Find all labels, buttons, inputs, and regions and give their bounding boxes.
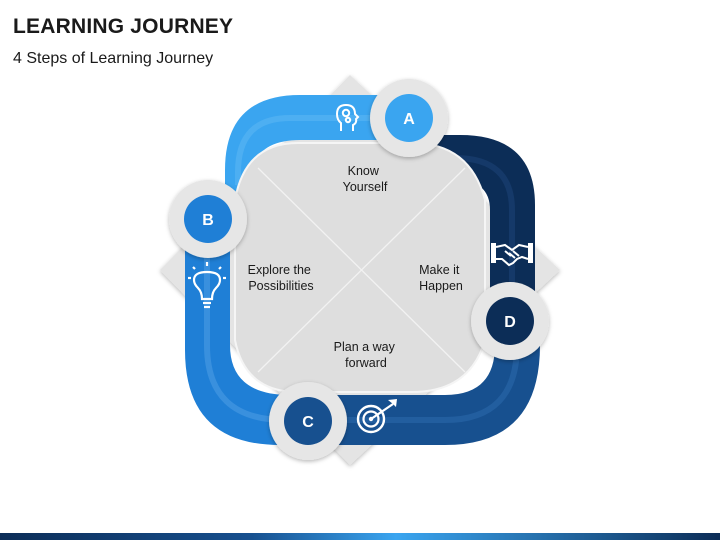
lightbulb-icon <box>188 262 226 309</box>
page-subtitle: 4 Steps of Learning Journey <box>13 50 214 67</box>
svg-text:A: A <box>403 111 415 128</box>
inner-panel <box>234 142 486 393</box>
svg-text:D: D <box>504 314 516 331</box>
arc-segment-a <box>225 95 410 195</box>
handshake-icon <box>491 243 533 267</box>
label-make-it-happen: Make it Happen <box>419 263 463 293</box>
head-gears-icon <box>335 103 360 131</box>
step-circle-c: C <box>269 382 347 460</box>
label-plan-forward: Plan a way forward <box>334 340 399 370</box>
bottom-accent-bar <box>0 533 720 540</box>
label-know-yourself: Know Yourself <box>343 164 388 194</box>
step-circle-b: B <box>169 180 247 258</box>
svg-text:C: C <box>302 414 314 431</box>
label-explore-possibilities: Explore the Possibilities <box>248 263 315 293</box>
step-circle-d: D <box>471 282 549 360</box>
svg-text:B: B <box>202 212 214 229</box>
target-arrow-icon <box>356 399 397 434</box>
page-title: LEARNING JOURNEY <box>13 15 234 38</box>
step-circle-a: A <box>370 79 448 157</box>
